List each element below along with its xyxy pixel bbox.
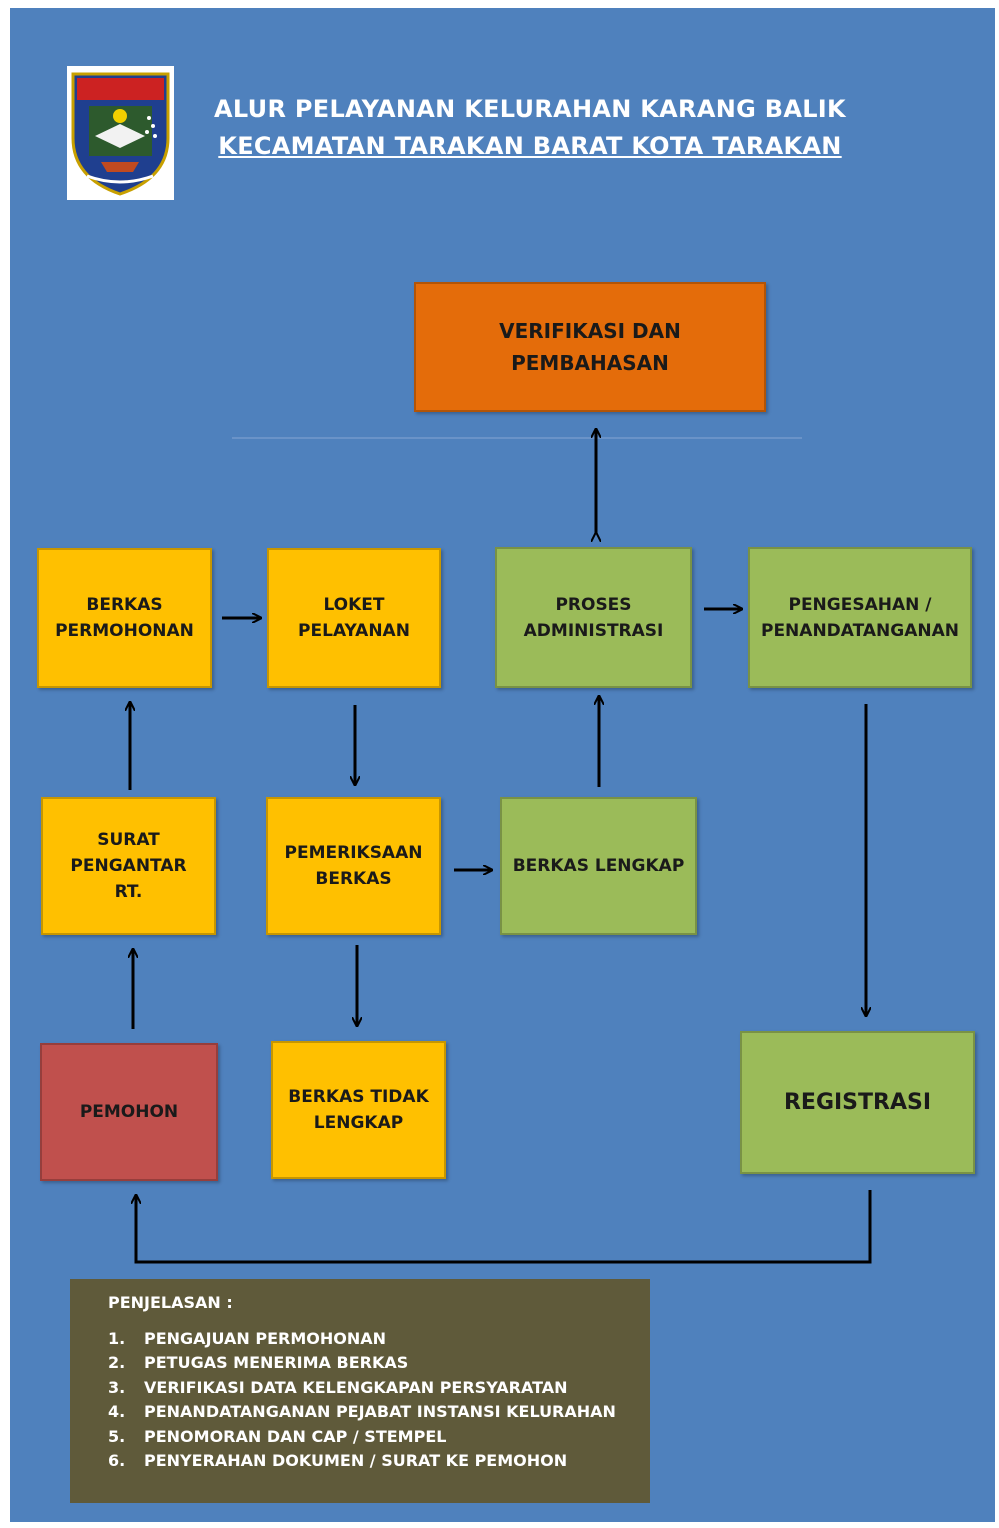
legend-box: PENJELASAN : 1. PENGAJUAN PERMOHONAN 2. PET… bbox=[70, 1279, 650, 1503]
legend-item: 3. VERIFIKASI DATA KELENGKAPAN PERSYARATA… bbox=[108, 1375, 650, 1400]
legend-item-text: PENANDATANGANAN PEJABAT INSTANSI KELURAH… bbox=[144, 1402, 616, 1422]
node-berkas-tidak-lengkap: BERKAS TIDAK LENGKAP bbox=[271, 1041, 446, 1179]
node-pemeriksaan-berkas: PEMERIKSAAN BERKAS bbox=[266, 797, 441, 935]
kota-tarakan-logo bbox=[67, 66, 174, 200]
legend-item-number: 3. bbox=[108, 1377, 126, 1397]
arrow-registrasi-to-pemohon bbox=[136, 1190, 872, 1264]
diagram-background bbox=[10, 8, 995, 1522]
node-verifikasi: VERIFIKASI DAN PEMBAHASAN bbox=[414, 282, 766, 412]
legend-list: 1. PENGAJUAN PERMOHONAN 2. PETUGAS MENERIMA… bbox=[108, 1326, 650, 1473]
node-pengesahan: PENGESAHAN / PENANDATANGANAN bbox=[748, 547, 972, 688]
legend-item: 4. PENANDATANGANAN PEJABAT INSTANSI KELUR… bbox=[108, 1400, 650, 1425]
page-subtitle: KECAMATAN TARAKAN BARAT KOTA TARAKAN bbox=[218, 132, 842, 160]
legend-item: 6. PENYERAHAN DOKUMEN / SURAT KE PEMOHON bbox=[108, 1449, 650, 1474]
legend-item: 5. PENOMORAN DAN CAP / STEMPEL bbox=[108, 1424, 650, 1449]
legend-item-text: VERIFIKASI DATA KELENGKAPAN PERSYARATAN bbox=[144, 1377, 568, 1397]
node-berkas-permohonan: BERKAS PERMOHONAN bbox=[37, 548, 212, 688]
legend-item-number: 5. bbox=[108, 1426, 126, 1446]
divider-line bbox=[232, 437, 802, 439]
legend-item-text: PETUGAS MENERIMA BERKAS bbox=[144, 1353, 409, 1373]
legend-title: PENJELASAN : bbox=[108, 1293, 233, 1312]
node-registrasi: REGISTRASI bbox=[740, 1031, 975, 1174]
legend-item: 2. PETUGAS MENERIMA BERKAS bbox=[108, 1351, 650, 1376]
legend-item-text: PENGAJUAN PERMOHONAN bbox=[144, 1328, 387, 1348]
legend-item-number: 4. bbox=[108, 1402, 126, 1422]
legend-item-text: PENYERAHAN DOKUMEN / SURAT KE PEMOHON bbox=[144, 1451, 568, 1471]
legend-item-number: 1. bbox=[108, 1328, 126, 1348]
node-loket-pelayanan: LOKET PELAYANAN bbox=[267, 548, 441, 688]
node-surat-pengantar: SURAT PENGANTAR RT. bbox=[41, 797, 216, 935]
node-pemohon: PEMOHON bbox=[40, 1043, 218, 1181]
legend-item-number: 6. bbox=[108, 1451, 126, 1471]
legend-item-number: 2. bbox=[108, 1353, 126, 1373]
node-proses-administrasi: PROSES ADMINISTRASI bbox=[495, 547, 692, 688]
kota-tarakan-emblem-icon bbox=[71, 72, 170, 196]
node-berkas-lengkap: BERKAS LENGKAP bbox=[500, 797, 697, 935]
legend-item: 1. PENGAJUAN PERMOHONAN bbox=[108, 1326, 650, 1351]
page-title: ALUR PELAYANAN KELURAHAN KARANG BALIK bbox=[214, 95, 846, 123]
legend-item-text: PENOMORAN DAN CAP / STEMPEL bbox=[144, 1426, 447, 1446]
